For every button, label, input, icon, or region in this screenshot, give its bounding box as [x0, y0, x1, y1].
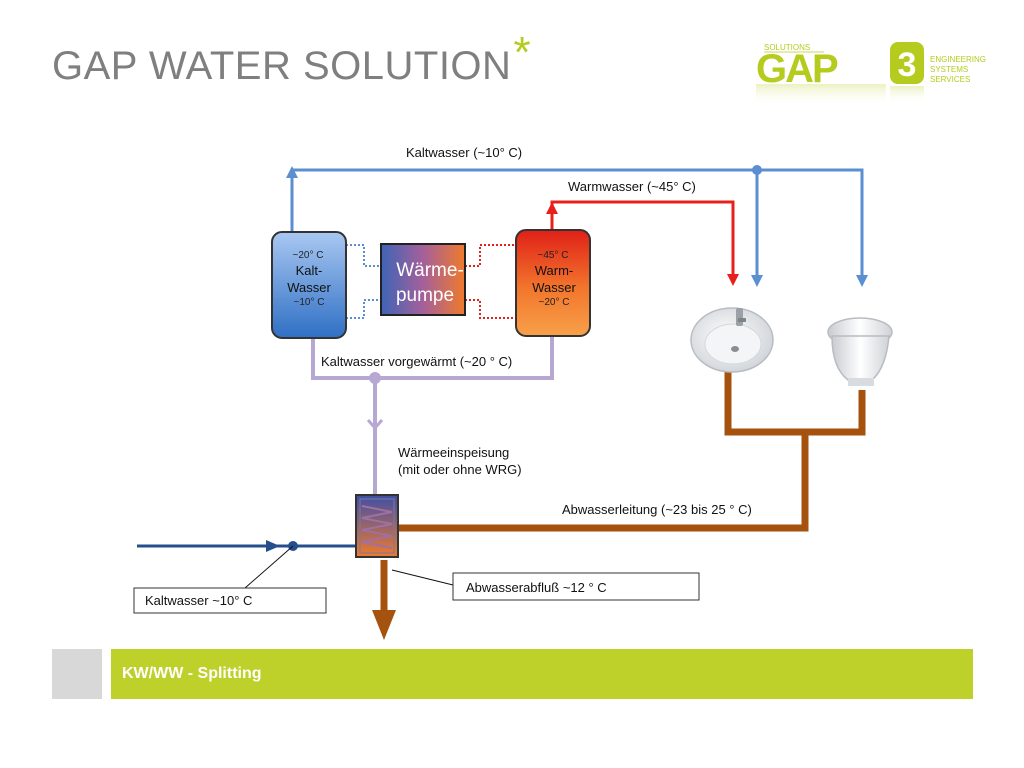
- callout-text-cold-inlet: Kaltwasser ~10° C: [145, 593, 252, 608]
- heat-exchanger-icon: [355, 494, 399, 558]
- sink-icon: [690, 307, 774, 373]
- preheated-water-pipe: [311, 334, 554, 495]
- preheated-junction: [369, 372, 381, 384]
- heat-pump-label-2: pumpe: [396, 285, 454, 306]
- logo-tag-solutions: SOLUTIONS: [764, 43, 810, 52]
- cold-water-arrow-up: [286, 166, 298, 178]
- cold-water-arrow-toilet: [856, 275, 868, 287]
- label-cold-water-top: Kaltwasser (~10° C): [406, 145, 522, 160]
- footer-bar: [111, 649, 973, 699]
- cold-tank-label-1: Kalt-: [296, 263, 323, 278]
- footer-square: [52, 649, 102, 699]
- warm-water-tank: ~45° C Warm- Wasser ~20° C: [515, 229, 591, 337]
- heat-transfer-lines-cold: [346, 244, 381, 319]
- label-wastewater-line: Abwasserleitung (~23 bis 25 ° C): [562, 502, 752, 517]
- warm-tank-label-2: Wasser: [532, 280, 576, 295]
- logo-tag-services: SERVICES: [930, 75, 970, 84]
- warm-tank-bottom-temp: ~20° C: [539, 297, 570, 308]
- label-preheated-water: Kaltwasser vorgewärmt (~20 ° C): [321, 354, 512, 369]
- preheated-arrow-down: [366, 419, 384, 431]
- warm-tank-label-1: Warm-: [535, 263, 574, 278]
- title-asterisk: *: [513, 28, 532, 77]
- company-logo: SOLUTIONS GAP 3 ENGINEERING SYSTEMS SERV…: [756, 42, 986, 106]
- warm-water-arrow-down: [727, 274, 739, 286]
- page-title: GAP WATER SOLUTION*: [52, 28, 531, 90]
- wastewater-pipe: [380, 372, 866, 612]
- warm-water-arrow-up: [546, 202, 558, 214]
- logo-number-badge: [890, 42, 924, 84]
- callout-line-cold-inlet: [244, 545, 294, 589]
- callout-line-wastewater: [391, 569, 454, 586]
- cold-tank-label-2: Wasser: [287, 280, 331, 295]
- warm-tank-top-temp: ~45° C: [538, 250, 569, 261]
- label-heat-feed-2: (mit oder ohne WRG): [398, 462, 522, 477]
- cold-tank-bottom-temp: ~10° C: [294, 297, 325, 308]
- cold-water-junction: [752, 165, 762, 175]
- heat-pump: Wärme- pumpe: [380, 243, 466, 316]
- logo-tag-engineering: ENGINEERING: [930, 55, 986, 64]
- logo-tag-systems: SYSTEMS: [930, 65, 968, 74]
- callout-text-wastewater: Abwasserabfluß ~12 ° C: [466, 580, 607, 595]
- callout-box-cold-inlet: [133, 587, 327, 614]
- warm-water-pipe: [550, 200, 735, 278]
- toilet-icon: [827, 317, 893, 386]
- cold-inlet-arrow: [266, 540, 280, 552]
- cold-tank-top-temp: ~20° C: [293, 250, 324, 261]
- logo-wordmark: GAP: [756, 47, 838, 91]
- cold-water-arrow-sink: [751, 275, 763, 287]
- wastewater-arrow-down: [372, 610, 396, 640]
- label-heat-feed-1: Wärmeeinspeisung: [398, 445, 509, 460]
- label-warm-water: Warmwasser (~45° C): [568, 179, 696, 194]
- cold-water-tank: ~20° C Kalt- Wasser ~10° C: [271, 231, 347, 339]
- logo-number: 3: [898, 46, 917, 84]
- footer-label: KW/WW - Splitting: [122, 665, 262, 682]
- heat-pump-label-1: Wärme-: [396, 260, 464, 281]
- page-title-text: GAP WATER SOLUTION: [52, 44, 512, 88]
- heat-transfer-lines-warm: [465, 244, 516, 319]
- callout-box-wastewater: [452, 572, 700, 601]
